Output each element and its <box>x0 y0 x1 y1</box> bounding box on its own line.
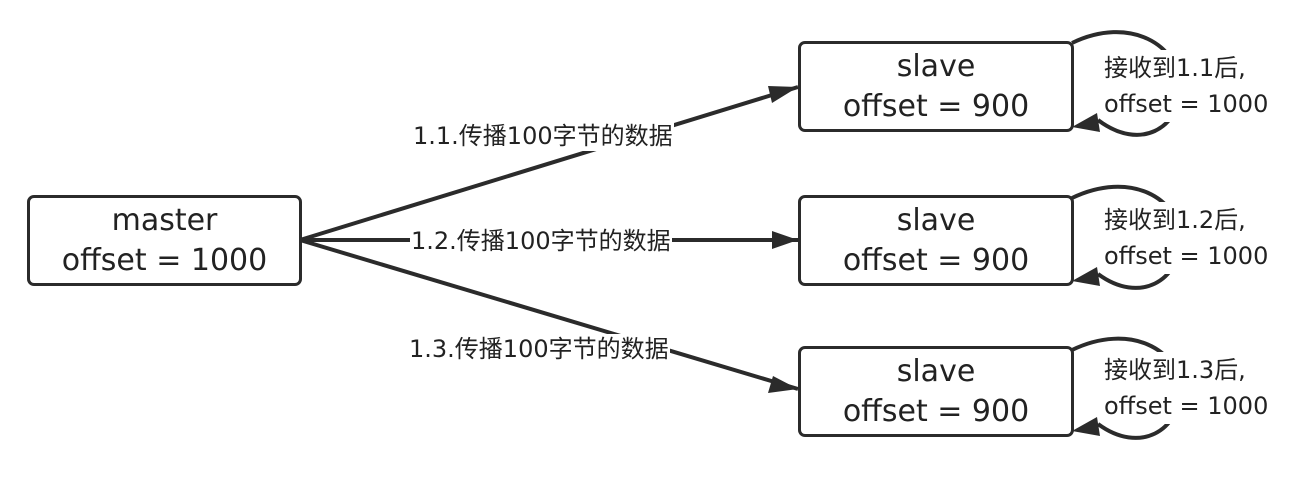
slave-node-1: slave offset = 900 <box>798 41 1074 132</box>
self-loop-arrowhead-slave-1 <box>1072 113 1100 132</box>
slave-offset: offset = 900 <box>842 393 1030 429</box>
self-loop-arrowhead-slave-3 <box>1072 417 1100 436</box>
slave-offset: offset = 900 <box>842 88 1030 124</box>
loop-label-1: 接收到1.1后, offset = 1000 <box>1104 50 1269 122</box>
loop-label-2: 接收到1.2后, offset = 1000 <box>1104 202 1269 274</box>
slave-title: slave <box>896 202 976 238</box>
slave-title: slave <box>896 353 976 389</box>
arrowhead-slave-2 <box>772 231 798 249</box>
arrowhead-slave-1 <box>768 86 798 103</box>
edge-label-3: 1.3.传播100字节的数据 <box>408 334 670 364</box>
edge-master-to-slave-1 <box>299 85 799 242</box>
edge-master-to-slave-3 <box>299 238 799 391</box>
loop-label-line1: 接收到1.2后, <box>1104 206 1246 234</box>
loop-label-line2: offset = 1000 <box>1104 392 1269 420</box>
loop-label-line1: 接收到1.3后, <box>1104 356 1246 384</box>
master-offset: offset = 1000 <box>61 242 268 278</box>
slave-node-2: slave offset = 900 <box>798 195 1074 286</box>
slave-offset: offset = 900 <box>842 242 1030 278</box>
arrowhead-slave-3 <box>768 376 798 393</box>
master-title: master <box>111 202 218 238</box>
loop-label-3: 接收到1.3后, offset = 1000 <box>1104 352 1269 424</box>
edge-label-2: 1.2.传播100字节的数据 <box>410 226 672 256</box>
slave-node-3: slave offset = 900 <box>798 346 1074 437</box>
master-node: master offset = 1000 <box>27 195 302 286</box>
loop-label-line1: 接收到1.1后, <box>1104 54 1246 82</box>
loop-label-line2: offset = 1000 <box>1104 242 1269 270</box>
slave-title: slave <box>896 48 976 84</box>
loop-label-line2: offset = 1000 <box>1104 90 1269 118</box>
self-loop-arrowhead-slave-2 <box>1072 267 1100 286</box>
edge-label-1: 1.1.传播100字节的数据 <box>412 121 674 151</box>
